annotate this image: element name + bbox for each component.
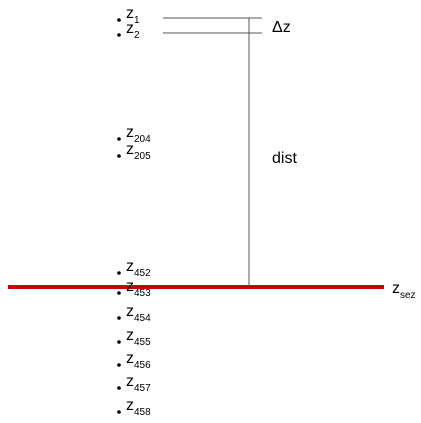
point-label-z458: z458 (126, 397, 151, 418)
point-label-subscript: 205 (134, 151, 151, 162)
point-label-subscript: 455 (134, 337, 151, 348)
point-label-subscript: 458 (134, 407, 151, 418)
point-bullet (117, 340, 121, 344)
section-label-subscript: sez (400, 290, 416, 301)
point-label-z456: z456 (126, 350, 151, 371)
point-bullet (117, 18, 121, 22)
point-label-base: z (126, 124, 134, 141)
point-bullet (117, 33, 121, 37)
point-label-subscript: 452 (134, 268, 151, 279)
point-label-base: z (126, 373, 134, 390)
point-bullet (117, 386, 121, 390)
point-label-base: z (126, 278, 134, 295)
point-label-subscript: 457 (134, 383, 151, 394)
section-label: zsez (392, 280, 416, 301)
section-label-base: z (392, 280, 400, 297)
point-label-z454: z454 (126, 303, 151, 324)
point-label-z453: z453 (126, 278, 151, 299)
point-label-base: z (126, 397, 134, 414)
point-label-subscript: 456 (134, 360, 151, 371)
point-bullet (117, 410, 121, 414)
point-label-base: z (126, 303, 134, 320)
dist-label: dist (272, 150, 297, 167)
point-bullet (117, 137, 121, 141)
point-label-z452: z452 (126, 258, 151, 279)
point-bullet (117, 291, 121, 295)
point-label-subscript: 453 (134, 288, 151, 299)
point-label-subscript: 454 (134, 313, 151, 324)
point-label-z204: z204 (126, 124, 151, 145)
point-label-z457: z457 (126, 373, 151, 394)
point-label-z1: z1 (126, 5, 140, 26)
point-label-base: z (126, 258, 134, 275)
point-label-base: z (126, 327, 134, 344)
point-bullet (117, 154, 121, 158)
point-bullet (117, 316, 121, 320)
point-bullet (117, 271, 121, 275)
point-label-base: z (126, 350, 134, 367)
point-label-z455: z455 (126, 327, 151, 348)
point-label-base: z (126, 5, 134, 22)
point-label-z2: z2 (126, 20, 140, 41)
point-bullet (117, 363, 121, 367)
point-label-subscript: 204 (134, 134, 151, 145)
point-label-base: z (126, 20, 134, 37)
point-label-z205: z205 (126, 141, 151, 162)
point-label-subscript: 2 (134, 30, 140, 41)
point-label-subscript: 1 (134, 15, 140, 26)
point-label-base: z (126, 141, 134, 158)
delta-z-label: Δz (272, 19, 291, 36)
